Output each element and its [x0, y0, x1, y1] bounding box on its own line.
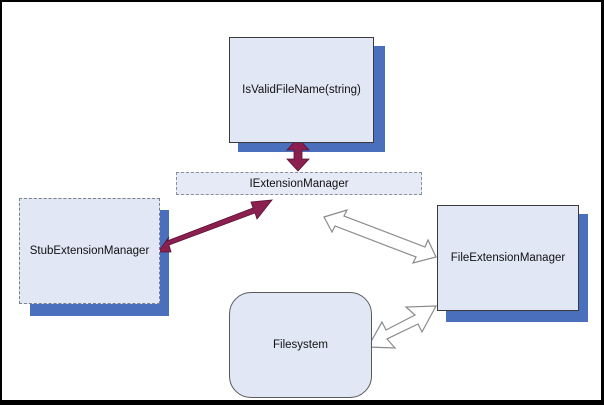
stub-extension-manager-node: StubExtensionManager	[19, 198, 160, 304]
arrow-filesystem-fileext	[366, 305, 438, 349]
iextension-manager-label: IExtensionManager	[249, 177, 349, 190]
is-valid-filename-node: IsValidFileName(string)	[229, 37, 374, 143]
is-valid-filename-label: IsValidFileName(string)	[242, 84, 361, 96]
arrows-layer	[157, 137, 438, 349]
stub-extension-manager-label: StubExtensionManager	[29, 245, 150, 257]
file-extension-manager-label: FileExtensionManager	[450, 252, 566, 264]
filesystem-node: Filesystem	[229, 292, 372, 398]
diagram-canvas: IsValidFileName(string) IExtensionManage…	[2, 2, 601, 400]
arrow-iext-fileext	[323, 209, 437, 264]
arrow-isvalid-iext	[286, 137, 310, 172]
filesystem-label: Filesystem	[273, 339, 328, 351]
arrow-iext-stub	[157, 199, 273, 253]
iextension-manager-node: IExtensionManager	[176, 172, 422, 195]
file-extension-manager-node: FileExtensionManager	[437, 205, 579, 311]
